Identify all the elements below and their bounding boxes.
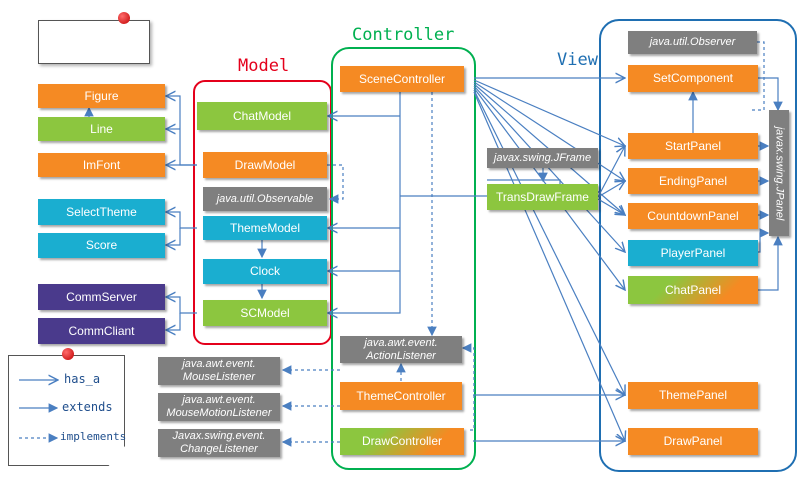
- mouse-listener-line-2: MouseListener: [182, 371, 256, 383]
- mouse-motion-listener-interface: java.awt.event. MouseMotionListener: [158, 393, 280, 421]
- figure-class: Figure: [38, 84, 165, 108]
- mouse-listener-line-1: java.awt.event.: [182, 358, 256, 370]
- comm-server-class: CommServer: [38, 284, 165, 310]
- pin-icon: [62, 348, 74, 360]
- countdown-panel-class: CountdownPanel: [628, 203, 758, 229]
- view-group-label: View: [557, 50, 598, 70]
- theme-controller-class: ThemeController: [340, 382, 462, 410]
- title-note: [38, 20, 150, 64]
- theme-model-class: ThemeModel: [203, 216, 327, 240]
- imfont-class: ImFont: [38, 153, 165, 177]
- legend-note: [8, 355, 125, 466]
- select-theme-class: SelectTheme: [38, 199, 165, 225]
- view-group-frame: [599, 19, 797, 472]
- action-listener-interface: java.awt.event. ActionListener: [340, 336, 462, 363]
- jpanel-class: javax.swing.JPanel: [769, 110, 789, 236]
- legend-has-a: has_a: [64, 372, 101, 386]
- start-panel-class: StartPanel: [628, 133, 758, 159]
- draw-model-class: DrawModel: [203, 152, 327, 178]
- line-class: Line: [38, 117, 165, 141]
- model-group-label: Model: [238, 56, 290, 76]
- change-listener-line-1: Javax.swing.event.: [172, 430, 266, 442]
- pin-icon: [118, 12, 130, 24]
- observable-class: java.util.Observable: [203, 187, 327, 211]
- mouse-motion-listener-line-1: java.awt.event.: [182, 394, 256, 406]
- chat-panel-class: ChatPanel: [628, 276, 758, 304]
- legend-implements: implements: [60, 430, 127, 443]
- draw-panel-class: DrawPanel: [628, 428, 758, 455]
- score-class: Score: [38, 233, 165, 258]
- action-listener-line-2: ActionListener: [366, 349, 436, 362]
- scene-controller-class: SceneController: [340, 66, 464, 92]
- draw-controller-class: DrawController: [340, 428, 464, 455]
- observer-interface: java.util.Observer: [628, 31, 757, 54]
- sc-model-class: SCModel: [203, 300, 327, 326]
- action-listener-line-1: java.awt.event.: [364, 336, 438, 349]
- controller-group-label: Controller: [352, 25, 455, 45]
- trans-draw-frame-class: TransDrawFrame: [487, 184, 598, 210]
- theme-panel-class: ThemePanel: [628, 382, 758, 409]
- controller-group-frame: [331, 47, 476, 470]
- mouse-motion-listener-line-2: MouseMotionListener: [166, 407, 272, 419]
- set-component-class: SetComponent: [628, 65, 758, 92]
- chat-model-class: ChatModel: [197, 102, 327, 130]
- mouse-listener-interface: java.awt.event. MouseListener: [158, 357, 280, 385]
- player-panel-class: PlayerPanel: [628, 240, 758, 266]
- change-listener-line-2: ChangeListener: [180, 443, 258, 455]
- clock-class: Clock: [203, 259, 327, 284]
- jframe-class: javax.swing.JFrame: [487, 148, 598, 168]
- change-listener-interface: Javax.swing.event. ChangeListener: [158, 429, 280, 457]
- comm-cliant-class: CommCliant: [38, 318, 165, 344]
- ending-panel-class: EndingPanel: [628, 168, 758, 194]
- legend-extends: extends: [62, 400, 113, 414]
